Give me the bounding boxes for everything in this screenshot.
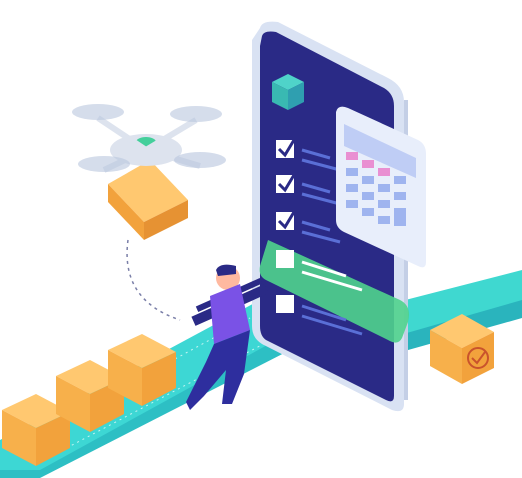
box-icon — [272, 74, 304, 110]
checklist-item[interactable] — [276, 174, 341, 206]
checklist — [259, 139, 409, 343]
delivery-path — [126, 239, 181, 321]
box-with-check — [430, 314, 494, 384]
checklist-item[interactable] — [276, 211, 341, 244]
box — [56, 360, 124, 432]
checklist-item[interactable] — [276, 295, 363, 336]
check-badge-icon — [467, 347, 489, 369]
checkmark-icon — [277, 139, 296, 158]
checklist-item[interactable] — [276, 139, 341, 172]
person — [186, 264, 269, 410]
box — [2, 394, 70, 466]
box — [108, 334, 176, 406]
checkmark-icon — [277, 211, 296, 230]
checklist-item-highlighted[interactable] — [259, 240, 409, 343]
calculator-icon — [336, 106, 426, 268]
drone-icon — [72, 104, 226, 240]
checkmark-icon — [277, 174, 296, 193]
